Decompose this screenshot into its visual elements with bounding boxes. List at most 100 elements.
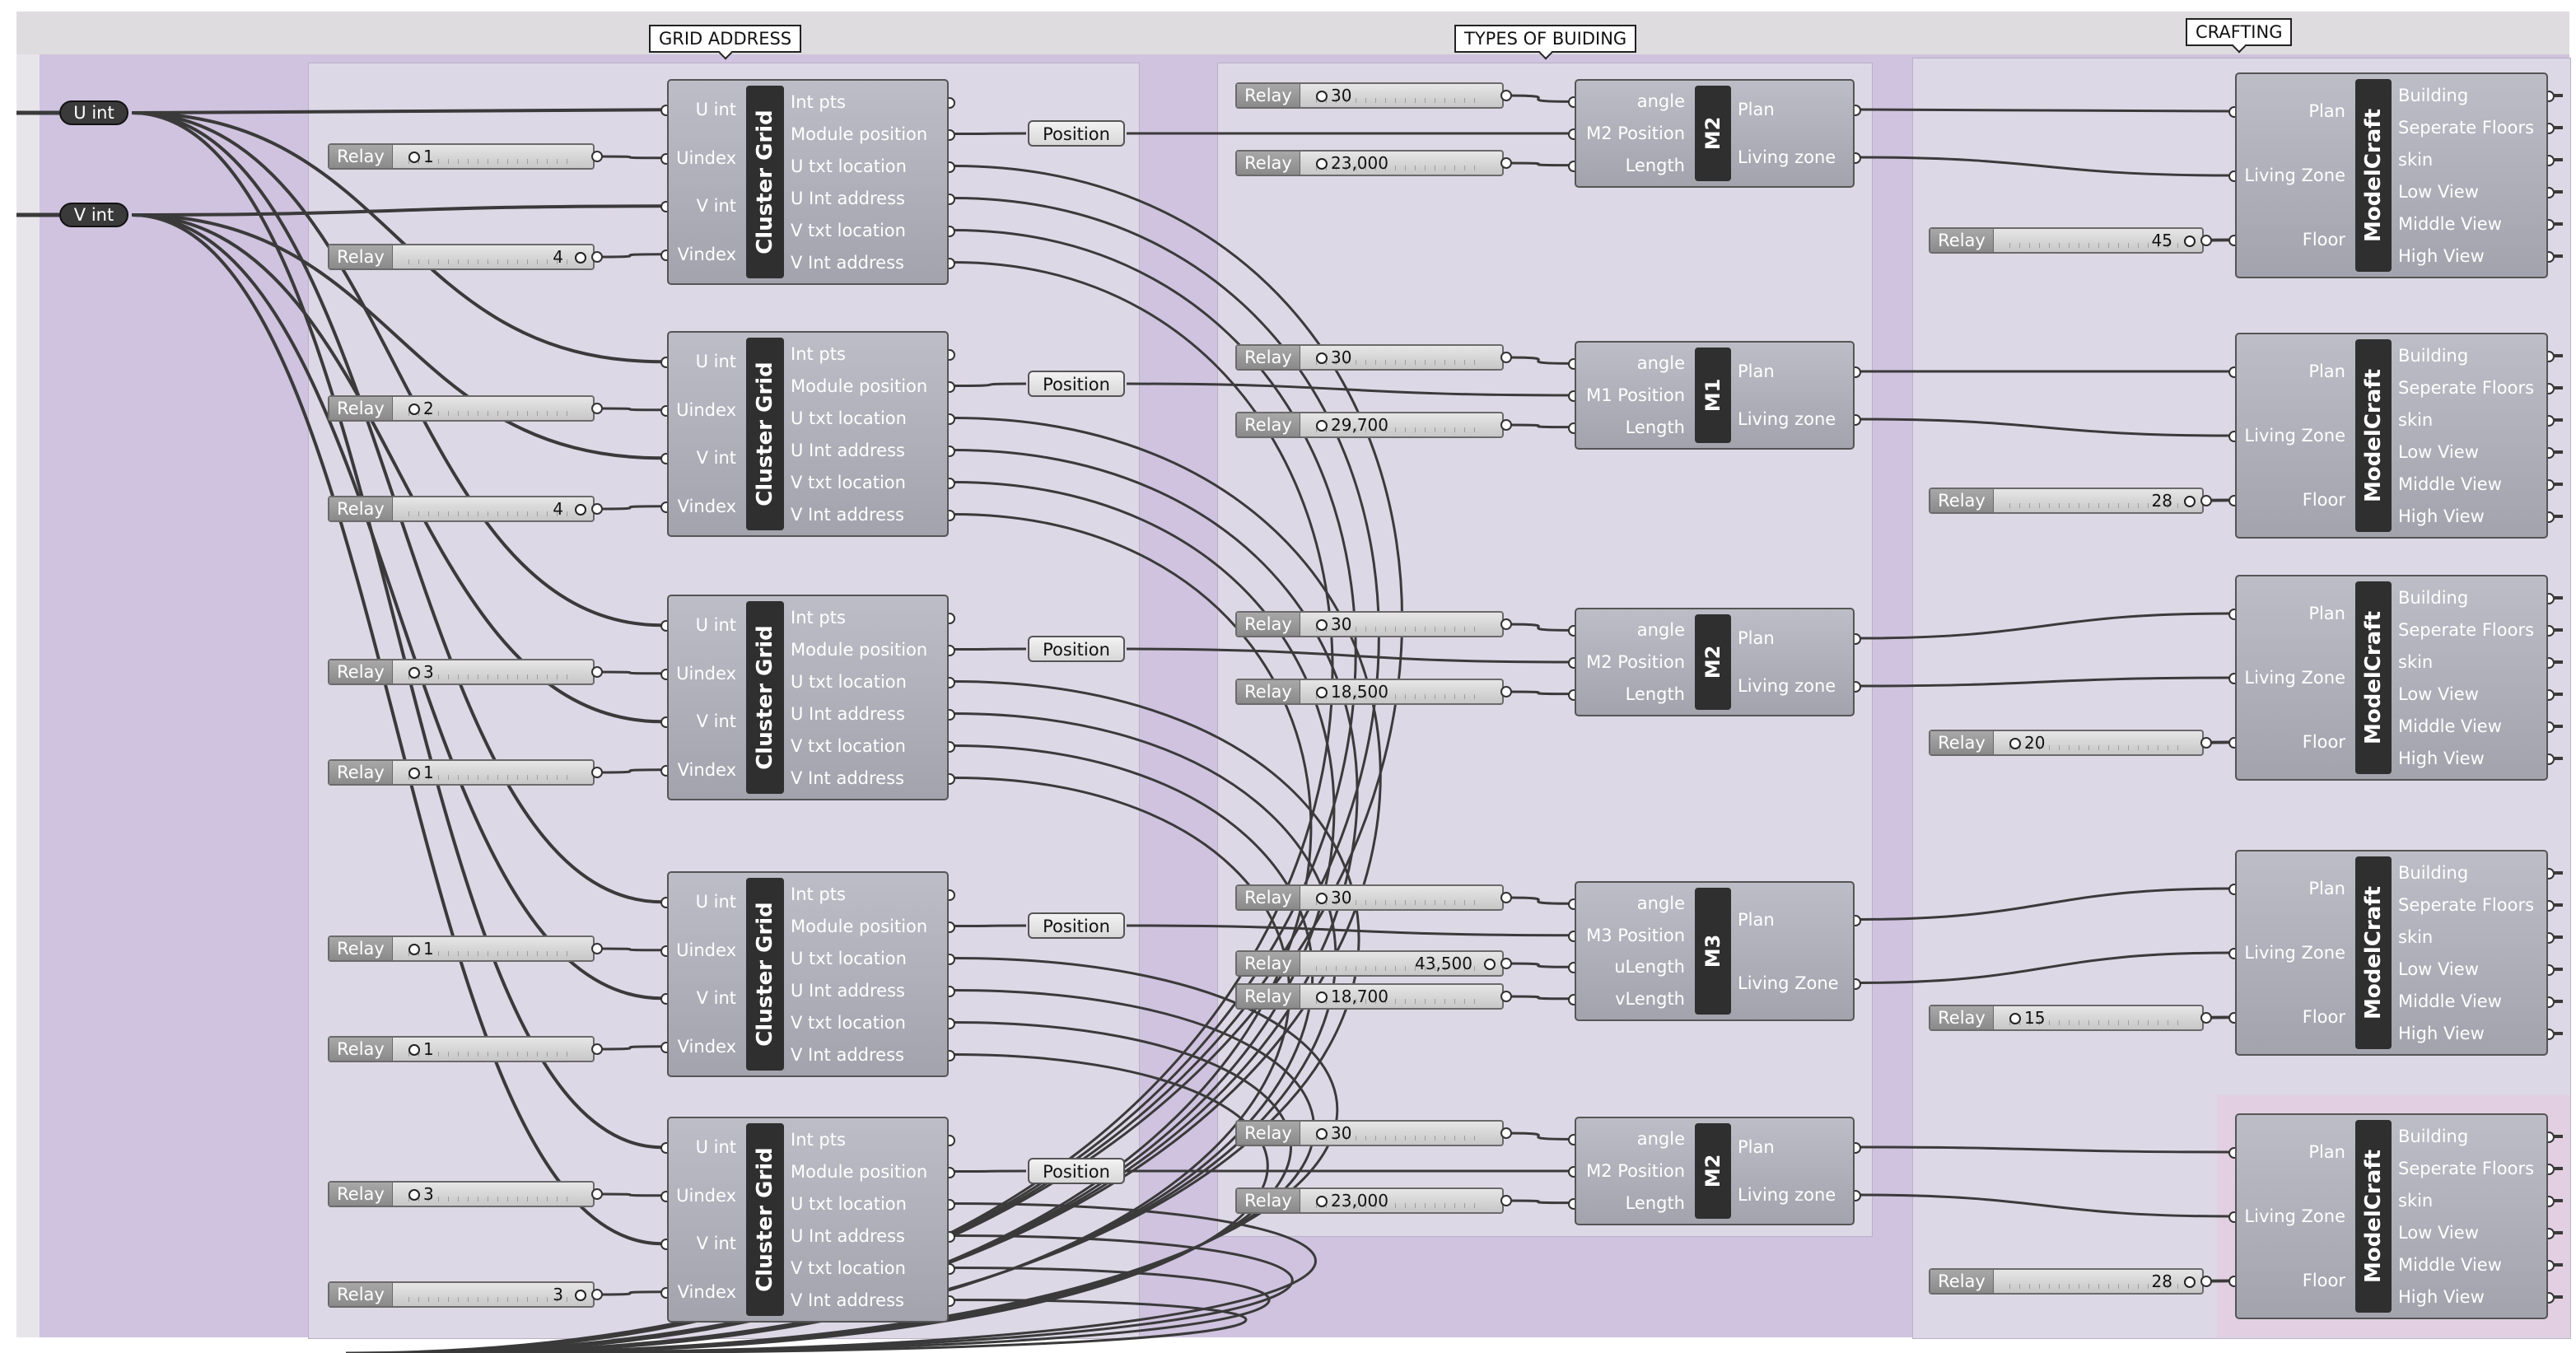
param-u-int[interactable]: U int [59,100,128,125]
output-port[interactable] [1500,1195,1512,1206]
output-port[interactable] [591,1289,603,1300]
slider-knob[interactable] [1316,687,1328,698]
slider-knob[interactable] [408,944,420,955]
slider-knob[interactable] [1316,619,1328,631]
slider-knob[interactable] [1316,893,1328,904]
slider-knob[interactable] [2184,496,2196,507]
slider-knob[interactable] [2184,1276,2196,1288]
slider-knob[interactable] [575,252,586,264]
output-port[interactable] [1500,618,1512,630]
slider-knob[interactable] [408,1044,420,1056]
output-port[interactable] [591,1043,603,1055]
output-port[interactable] [591,151,603,162]
position-param-5[interactable]: Position [1028,1158,1125,1184]
output-port[interactable] [1500,991,1512,1002]
output-port[interactable] [591,767,603,778]
slider-knob[interactable] [408,404,420,415]
output-port[interactable] [591,943,603,954]
output-port[interactable] [2200,1012,2212,1024]
slider-knob[interactable] [408,667,420,679]
output-port[interactable] [591,666,603,678]
slider-knob[interactable] [2009,1013,2021,1024]
position-param-4[interactable]: Position [1028,912,1125,939]
slider-knob[interactable] [2009,738,2021,749]
slider-knob[interactable] [1316,1196,1328,1207]
output-port[interactable] [1500,958,1512,969]
position-param-1[interactable]: Position [1028,120,1125,147]
output-port[interactable] [1500,419,1512,431]
output-port[interactable] [1500,1127,1512,1139]
slider-knob[interactable] [1316,420,1328,432]
position-param-3[interactable]: Position [1028,636,1125,662]
output-port[interactable] [1500,157,1512,169]
slider-knob[interactable] [408,152,420,163]
output-port[interactable] [2200,737,2212,749]
output-port[interactable] [591,403,603,414]
output-port[interactable] [591,251,603,263]
slider-knob[interactable] [408,767,420,779]
slider-knob[interactable] [2184,236,2196,247]
output-port[interactable] [2200,495,2212,506]
position-param-2[interactable]: Position [1028,371,1125,397]
slider-knob[interactable] [1316,1128,1328,1140]
slider-knob[interactable] [1316,158,1328,170]
slider-knob[interactable] [575,1290,586,1301]
output-port[interactable] [591,503,603,515]
slider-knob[interactable] [1316,91,1328,102]
slider-knob[interactable] [1316,991,1328,1003]
output-port[interactable] [1500,686,1512,697]
slider-knob[interactable] [408,1189,420,1201]
slider-knob[interactable] [1484,959,1496,970]
output-port[interactable] [591,1188,603,1200]
output-port[interactable] [2200,235,2212,246]
output-port[interactable] [1500,352,1512,363]
output-port[interactable] [1500,90,1512,101]
param-v-int[interactable]: V int [59,203,128,227]
output-port[interactable] [1500,892,1512,903]
slider-knob[interactable] [1316,352,1328,364]
output-port[interactable] [2200,1276,2212,1287]
